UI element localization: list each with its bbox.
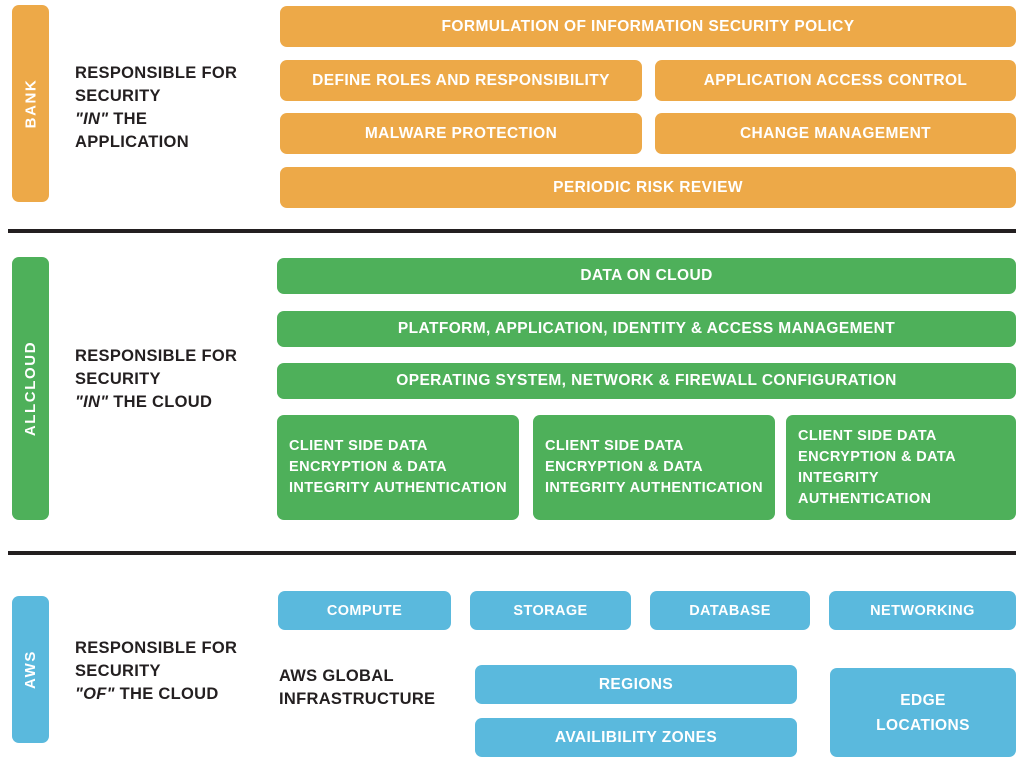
bank-box-formulation-of-information-security-policy[interactable]: FORMULATION OF INFORMATION SECURITY POLI… <box>280 6 1016 47</box>
allcloud-box-operating-system-network-firewall-configuration[interactable]: OPERATING SYSTEM, NETWORK & FIREWALL CON… <box>277 363 1016 399</box>
divider-allcloud-aws <box>8 551 1016 555</box>
bank-resp-line2: SECURITY <box>75 87 161 105</box>
bank-box-malware-protection[interactable]: MALWARE PROTECTION <box>280 113 642 154</box>
allcloud-client-side-box-2[interactable]: CLIENT SIDE DATA ENCRYPTION & DATA INTEG… <box>533 415 775 520</box>
bank-side-tab-label: BANK <box>22 78 40 129</box>
allcloud-client-side-box-3[interactable]: CLIENT SIDE DATA ENCRYPTION & DATA INTEG… <box>786 415 1016 520</box>
allcloud-client-3-line1: CLIENT SIDE DATA <box>798 427 937 444</box>
aws-infra-label-line2: INFRASTRUCTURE <box>279 690 436 708</box>
allcloud-client-1-line3: INTEGRITY AUTHENTICATION <box>289 480 507 496</box>
allcloud-resp-line2: SECURITY <box>75 370 161 388</box>
allcloud-resp-line1: RESPONSIBLE FOR <box>75 347 238 365</box>
allcloud-resp-line3-quoted: "IN" <box>75 393 109 411</box>
aws-box-regions[interactable]: REGIONS <box>475 665 797 704</box>
bank-box-define-roles-and-responsibility[interactable]: DEFINE ROLES AND RESPONSIBILITY <box>280 60 642 101</box>
bank-resp-line3-rest: THE <box>108 110 148 128</box>
allcloud-client-2-line2: ENCRYPTION & DATA <box>545 459 703 475</box>
divider-bank-allcloud <box>8 229 1016 233</box>
aws-side-tab-label: AWS <box>22 650 39 689</box>
aws-edge-locations-line1: EDGE <box>900 691 946 709</box>
bank-side-tab: BANK <box>12 5 49 202</box>
allcloud-responsibility-text: RESPONSIBLE FOR SECURITY "IN" THE CLOUD <box>75 345 275 414</box>
aws-resp-line3-quoted: "OF" <box>75 685 115 703</box>
aws-box-networking[interactable]: NETWORKING <box>829 591 1016 630</box>
aws-box-edge-locations[interactable]: EDGE LOCATIONS <box>830 668 1016 757</box>
aws-resp-line1: RESPONSIBLE FOR <box>75 639 238 657</box>
bank-resp-line1: RESPONSIBLE FOR <box>75 64 238 82</box>
bank-responsibility-text: RESPONSIBLE FOR SECURITY "IN" THE APPLIC… <box>75 62 275 154</box>
allcloud-resp-line3-rest: THE CLOUD <box>108 393 213 411</box>
aws-box-compute[interactable]: COMPUTE <box>278 591 451 630</box>
aws-resp-line2: SECURITY <box>75 662 161 680</box>
aws-infra-label-line1: AWS GLOBAL <box>279 667 394 685</box>
allcloud-client-2-line3: INTEGRITY AUTHENTICATION <box>545 480 763 496</box>
aws-responsibility-text: RESPONSIBLE FOR SECURITY "OF" THE CLOUD <box>75 637 275 706</box>
aws-box-storage[interactable]: STORAGE <box>470 591 631 630</box>
allcloud-client-1-line2: ENCRYPTION & DATA <box>289 459 447 475</box>
bank-resp-line3-quoted: "IN" <box>75 110 109 128</box>
aws-global-infrastructure-label: AWS GLOBAL INFRASTRUCTURE <box>279 665 435 711</box>
allcloud-client-2-line1: CLIENT SIDE DATA <box>545 438 684 454</box>
allcloud-box-platform-application-identity-access-management[interactable]: PLATFORM, APPLICATION, IDENTITY & ACCESS… <box>277 311 1016 347</box>
allcloud-client-1-line1: CLIENT SIDE DATA <box>289 438 428 454</box>
bank-box-application-access-control[interactable]: APPLICATION ACCESS CONTROL <box>655 60 1016 101</box>
bank-box-periodic-risk-review[interactable]: PERIODIC RISK REVIEW <box>280 167 1016 208</box>
allcloud-box-data-on-cloud[interactable]: DATA ON CLOUD <box>277 258 1016 294</box>
bank-resp-line4: APPLICATION <box>75 133 189 151</box>
allcloud-side-tab: ALLCLOUD <box>12 257 49 520</box>
allcloud-client-3-line2: ENCRYPTION & DATA <box>798 448 956 465</box>
aws-resp-line3-rest: THE CLOUD <box>114 685 219 703</box>
aws-box-database[interactable]: DATABASE <box>650 591 810 630</box>
allcloud-client-side-box-1[interactable]: CLIENT SIDE DATA ENCRYPTION & DATA INTEG… <box>277 415 519 520</box>
bank-box-change-management[interactable]: CHANGE MANAGEMENT <box>655 113 1016 154</box>
aws-edge-locations-line2: LOCATIONS <box>876 716 970 734</box>
aws-box-availability-zones[interactable]: AVAILIBILITY ZONES <box>475 718 797 757</box>
aws-side-tab: AWS <box>12 596 49 743</box>
allcloud-client-3-line3: INTEGRITY AUTHENTICATION <box>798 469 932 507</box>
allcloud-side-tab-label: ALLCLOUD <box>22 340 40 437</box>
